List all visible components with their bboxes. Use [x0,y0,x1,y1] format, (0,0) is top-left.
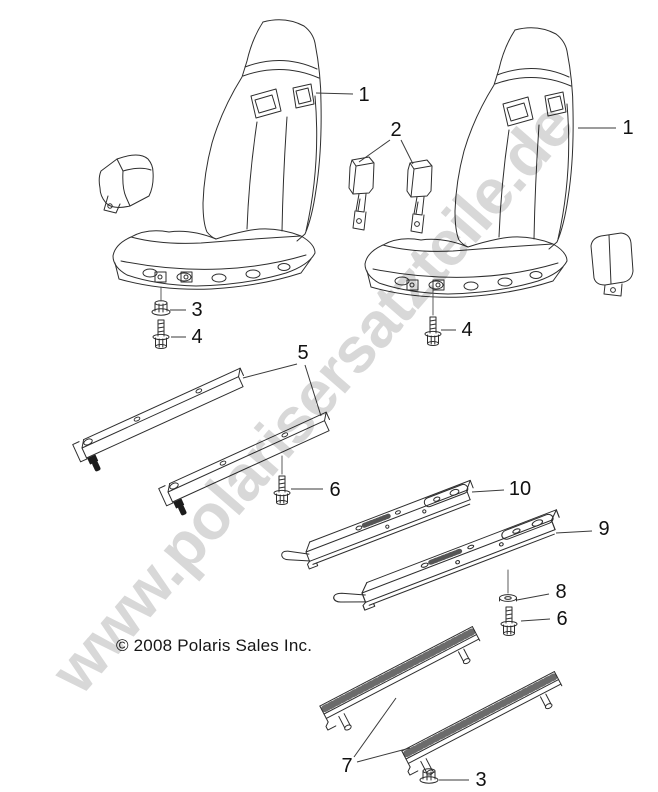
bolt-4-right-drawing [424,316,442,346]
callout-label-1-right: 1 [622,117,634,139]
callout-label-6-mid: 6 [329,479,341,501]
belt-buckle-left-drawing [348,156,375,231]
callout-label-5: 5 [297,342,309,364]
callout-label-10: 10 [508,478,532,500]
mount-rail-upper-drawing [72,367,255,476]
callout-label-7: 7 [341,755,353,777]
seat-left-drawing [112,19,322,290]
callout-label-9: 9 [598,518,610,540]
callout-label-1-left: 1 [358,84,370,106]
bolt-6-bottom-drawing [500,606,518,636]
belt-receiver-right-drawing [590,232,634,297]
seat-right-drawing [364,27,574,298]
washer-8-drawing [499,594,517,602]
callout-label-3-top: 3 [191,299,203,321]
callout-label-2: 2 [390,119,402,141]
belt-receiver-left-drawing [98,154,154,214]
copyright-text: © 2008 Polaris Sales Inc. [116,636,313,655]
bolt-4-left-drawing [152,319,170,349]
callout-label-3-bottom: 3 [475,769,487,791]
callout-label-8: 8 [555,581,567,603]
hardware-axis-lines [160,286,509,594]
nut-3-top-drawing [151,300,171,316]
callout-label-6-bottom: 6 [556,608,568,630]
bolt-6-mid-drawing [273,475,291,505]
tooth-rail-right-drawing [398,672,570,784]
callout-label-4-left: 4 [191,326,203,348]
mount-rail-lower-drawing [158,411,341,520]
slider-rail-left-drawing [281,480,480,576]
callout-label-4-right: 4 [461,319,473,341]
belt-buckle-right-drawing [406,159,433,234]
